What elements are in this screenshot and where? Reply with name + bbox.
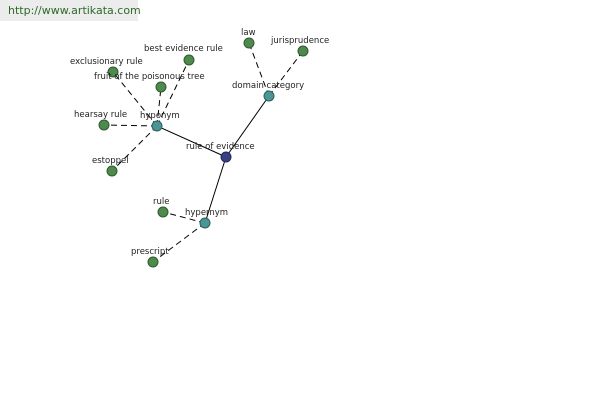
label-fruit-of-the-poisonous-tree: fruit of the poisonous tree bbox=[94, 72, 205, 82]
node-law[interactable] bbox=[243, 37, 255, 49]
label-best-evidence-rule: best evidence rule bbox=[144, 44, 223, 54]
label-prescript: prescript bbox=[131, 247, 169, 257]
node-hyponym[interactable] bbox=[151, 120, 163, 132]
node-rule[interactable] bbox=[157, 206, 169, 218]
label-exclusionary-rule: exclusionary rule bbox=[70, 57, 143, 67]
label-rule: rule bbox=[153, 197, 169, 207]
label-domain-category: domain category bbox=[232, 81, 304, 91]
node-jurisprudence[interactable] bbox=[297, 45, 309, 57]
edge-hyponym-estoppel bbox=[111, 125, 158, 172]
edge-hyponym-exclusionary-rule bbox=[112, 71, 158, 127]
node-exclusionary-rule[interactable] bbox=[107, 66, 119, 78]
node-rule-of-evidence[interactable] bbox=[220, 151, 232, 163]
label-hypernym: hypernym bbox=[185, 208, 228, 218]
label-estoppel: estoppel bbox=[92, 156, 129, 166]
label-hearsay-rule: hearsay rule bbox=[74, 110, 127, 120]
node-domain-category[interactable] bbox=[263, 90, 275, 102]
labels: rule of evidence hyponym domain category… bbox=[70, 28, 329, 257]
label-rule-of-evidence: rule of evidence bbox=[186, 142, 255, 152]
edge-root-hypernym bbox=[204, 156, 227, 224]
node-hearsay-rule[interactable] bbox=[98, 119, 110, 131]
node-hypernym[interactable] bbox=[199, 217, 211, 229]
label-hyponym: hyponym bbox=[140, 111, 180, 121]
edge-hypernym-prescript bbox=[152, 222, 206, 263]
edges bbox=[103, 42, 304, 263]
node-estoppel[interactable] bbox=[106, 165, 118, 177]
node-prescript[interactable] bbox=[147, 256, 159, 268]
edge-root-domain-category bbox=[225, 95, 270, 158]
edge-hypernym-rule bbox=[162, 211, 206, 224]
edge-hyponym-best-evidence-rule bbox=[156, 59, 190, 127]
url-banner: http://www.artikata.com bbox=[0, 0, 141, 21]
edge-root-hyponym bbox=[156, 125, 227, 158]
site-url[interactable]: http://www.artikata.com bbox=[8, 4, 141, 17]
node-best-evidence-rule[interactable] bbox=[183, 54, 195, 66]
edge-hyponym-hearsay-rule bbox=[103, 124, 158, 127]
node-fruit-of-the-poisonous-tree[interactable] bbox=[155, 81, 167, 93]
nodes bbox=[98, 37, 309, 268]
label-jurisprudence: jurisprudence bbox=[270, 36, 329, 46]
edge-hyponym-fruit-of-the-poisonous-tree bbox=[156, 86, 162, 127]
label-law: law bbox=[241, 28, 256, 38]
